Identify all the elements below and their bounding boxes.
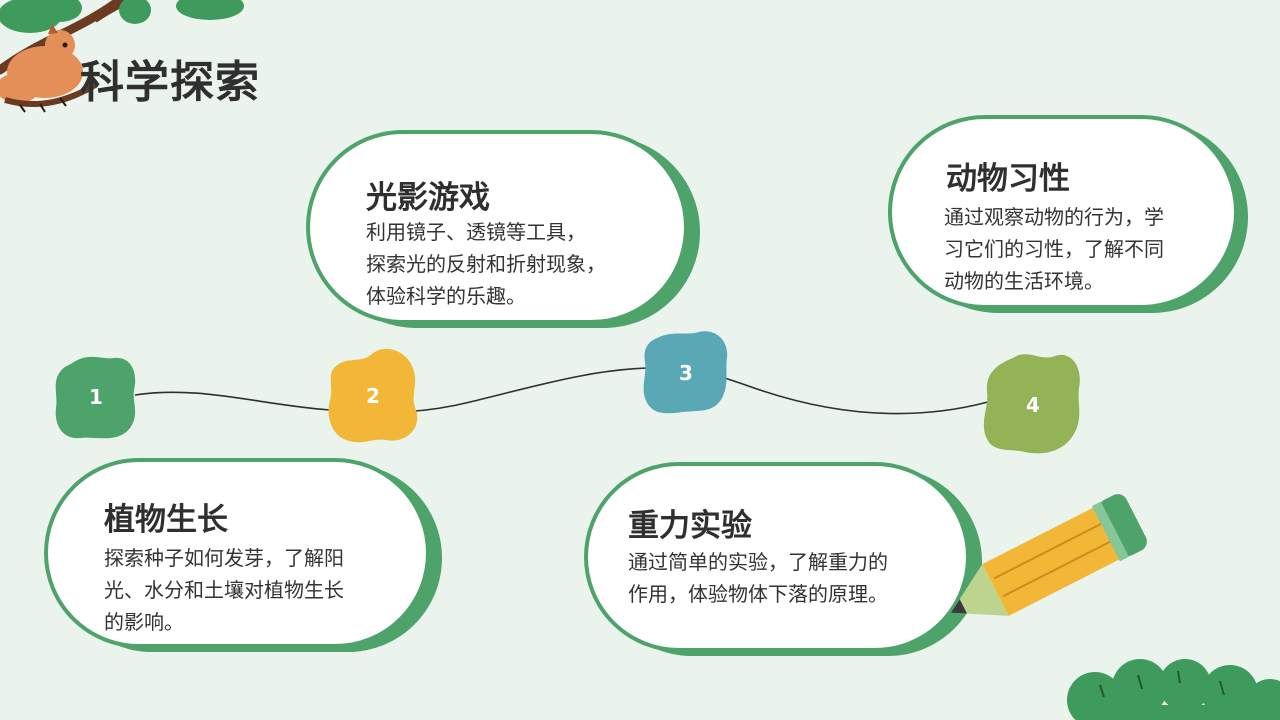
- step-marker-2: 2: [326, 348, 420, 444]
- card-description: 探索种子如何发芽，了解阳 光、水分和土壤对植物生长 的影响。: [104, 542, 344, 638]
- bush-icon: [1067, 659, 1280, 720]
- card-light-game: 光影游戏 利用镜子、透镜等工具， 探索光的反射和折射现象， 体验科学的乐趣。: [306, 130, 702, 330]
- description-line: 探索光的反射和折射现象，: [366, 252, 606, 276]
- step-number: 4: [1026, 393, 1040, 417]
- card-title: 重力实验: [628, 508, 752, 544]
- card-plant-growth: 植物生长 探索种子如何发芽，了解阳 光、水分和土壤对植物生长 的影响。: [44, 458, 444, 654]
- card-title: 植物生长: [104, 502, 228, 538]
- card-gravity-experiment: 重力实验 通过简单的实验，了解重力的 作用，体验物体下落的原理。: [584, 462, 984, 658]
- step-number: 2: [366, 384, 380, 408]
- card-description: 利用镜子、透镜等工具， 探索光的反射和折射现象， 体验科学的乐趣。: [366, 216, 606, 312]
- description-line: 的影响。: [104, 610, 184, 634]
- description-line: 探索种子如何发芽，了解阳: [104, 546, 344, 570]
- pencil-icon: [950, 494, 1147, 616]
- description-line: 利用镜子、透镜等工具，: [366, 220, 586, 244]
- description-line: 通过简单的实验，了解重力的: [628, 550, 888, 574]
- description-line: 体验科学的乐趣。: [366, 284, 526, 308]
- description-line: 光、水分和土壤对植物生长: [104, 578, 344, 602]
- description-line: 通过观察动物的行为，学: [944, 205, 1164, 229]
- squirrel-on-branch-icon: [0, 0, 244, 113]
- step-marker-3: 3: [643, 330, 729, 416]
- card-animal-habits: 动物习性 通过观察动物的行为，学 习它们的习性，了解不同 动物的生活环境。: [888, 115, 1250, 313]
- description-line: 作用，体验物体下落的原理。: [628, 582, 888, 606]
- card-title: 光影游戏: [366, 180, 490, 216]
- step-number: 3: [679, 361, 693, 385]
- card-description: 通过简单的实验，了解重力的 作用，体验物体下落的原理。: [628, 546, 888, 610]
- card-description: 通过观察动物的行为，学 习它们的习性，了解不同 动物的生活环境。: [944, 201, 1164, 297]
- description-line: 动物的生活环境。: [944, 269, 1104, 293]
- step-marker-4: 4: [983, 352, 1083, 458]
- step-marker-1: 1: [54, 354, 138, 440]
- card-title: 动物习性: [946, 161, 1070, 197]
- step-number: 1: [89, 385, 103, 409]
- description-line: 习它们的习性，了解不同: [944, 237, 1164, 261]
- page-title: 科学探索: [80, 57, 260, 108]
